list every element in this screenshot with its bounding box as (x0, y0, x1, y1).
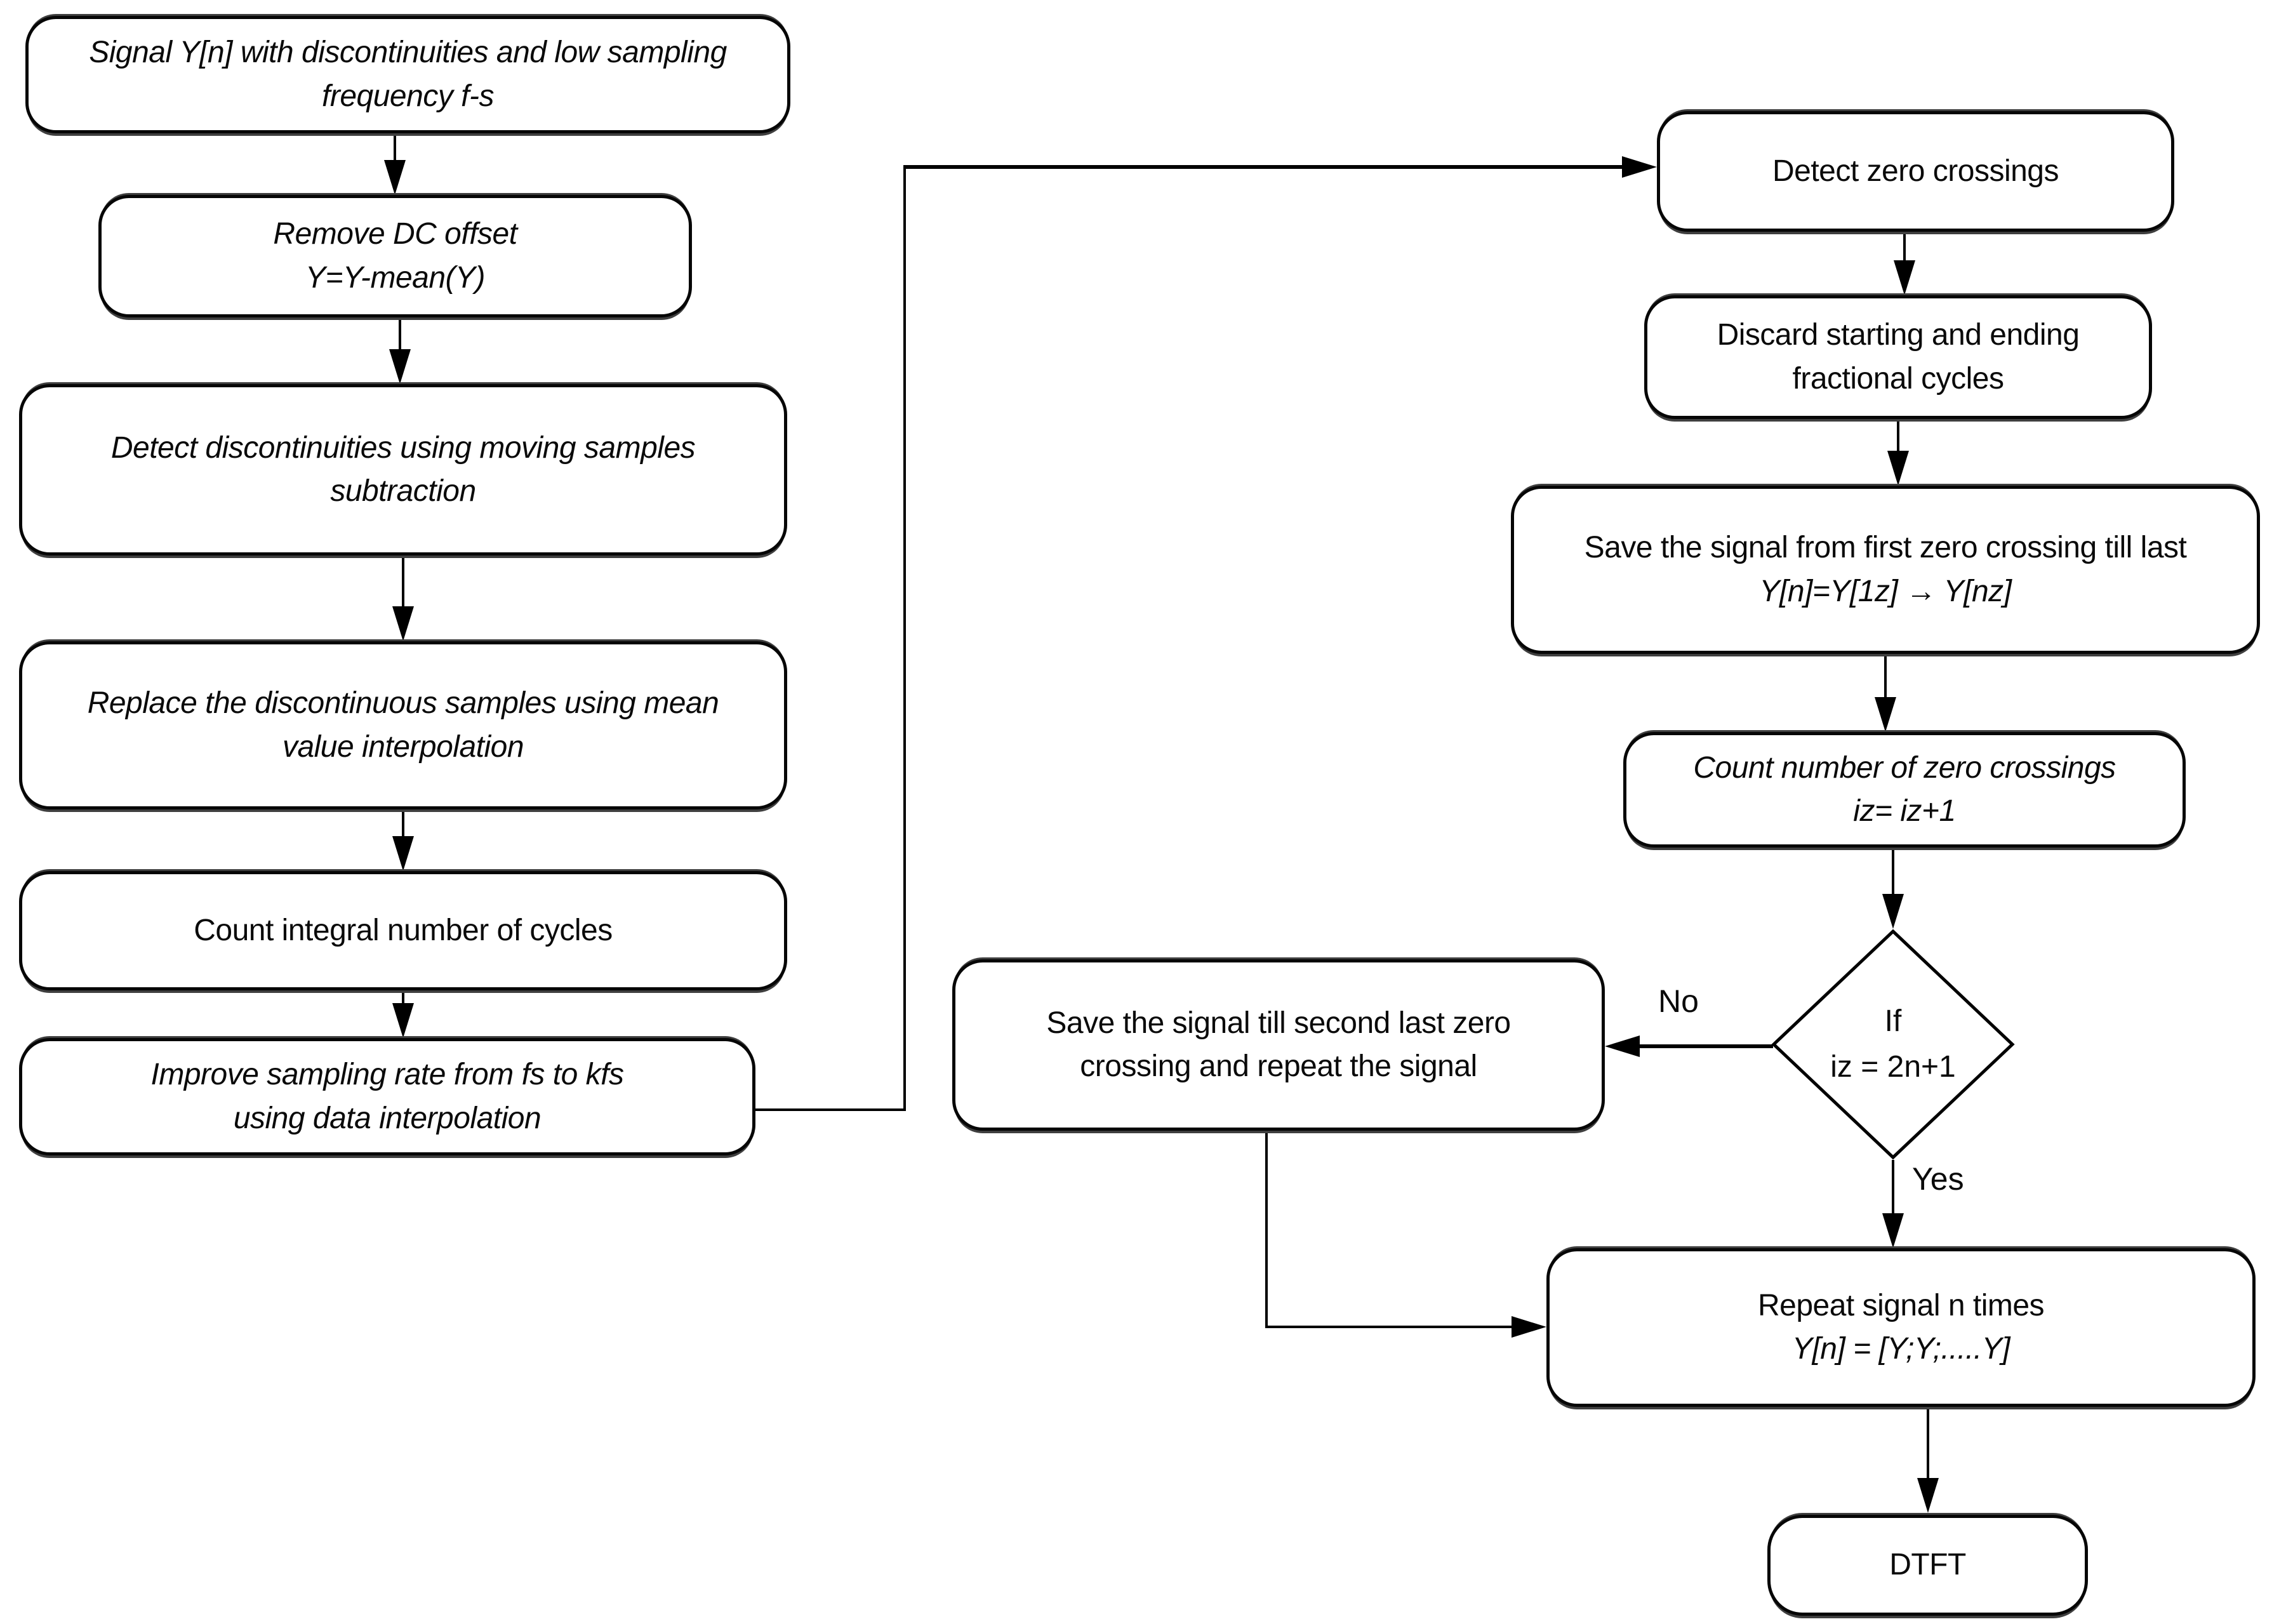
arrow-signal-to-removedc-line (394, 133, 396, 165)
node-improve-sampling-line2: using data interpolation (233, 1101, 542, 1135)
label-yes: Yes (1912, 1161, 1964, 1197)
arrow-countzero-to-decision-line (1892, 848, 1894, 895)
arrow-replace-to-countcycles-line (402, 809, 404, 840)
arrow-discard-to-savefirst-line (1897, 419, 1899, 454)
node-dtft-text: DTFT (1889, 1548, 1966, 1582)
arrow-into-detectzero-head (1622, 156, 1657, 178)
arrow-signal-to-removedc-head (384, 160, 406, 195)
node-dtft: DTFT (1767, 1515, 2088, 1616)
node-repeat-signal: Repeat signal n times Y[n] = [Y;Y;.....Y… (1546, 1248, 2256, 1407)
node-detect-discontinuities-text: Detect discontinuities using moving samp… (110, 430, 696, 508)
arrow-no-head (1605, 1035, 1640, 1057)
arrow-removedc-to-detectdisc-head (389, 349, 411, 384)
node-count-integral-cycles-text: Count integral number of cycles (194, 913, 613, 947)
node-discard-fractional-cycles: Discard starting and ending fractional c… (1644, 295, 2152, 419)
connector-improve-elbow-bottom (755, 1108, 906, 1111)
connector-savesecond-drop (1265, 1131, 1268, 1328)
node-improve-sampling-rate: Improve sampling rate from fs to kfs usi… (19, 1038, 755, 1155)
node-count-zero-line2: iz= iz+1 (1853, 794, 1956, 828)
arrow-repeat-to-dtft-head (1917, 1478, 1939, 1513)
node-repeat-line2: Y[n] = [Y;Y;.....Y] (1791, 1332, 2010, 1366)
arrow-replace-to-countcycles-head (392, 836, 414, 871)
connector-improve-riser (903, 166, 906, 1111)
arrow-countzero-to-decision-head (1882, 894, 1904, 929)
arrow-savefirst-to-countzero-head (1875, 697, 1896, 732)
arrow-countcycles-to-improve-line (402, 990, 404, 1006)
node-replace-samples-text: Replace the discontinuous samples using … (87, 686, 719, 764)
arrow-repeat-to-dtft-line (1927, 1407, 1929, 1480)
node-detect-zero-crossings-text: Detect zero crossings (1772, 154, 2059, 188)
arrow-detectdisc-to-replace-head (392, 606, 414, 641)
arrow-yes-line (1892, 1160, 1894, 1216)
arrow-removedc-to-detectdisc-line (399, 317, 401, 354)
node-improve-sampling-line1: Improve sampling rate from fs to kfs (150, 1058, 624, 1092)
node-replace-samples: Replace the discontinuous samples using … (19, 641, 787, 809)
label-no: No (1658, 983, 1699, 1019)
node-save-first-line2: Y[n]=Y[1z] → Y[nz] (1759, 574, 2012, 608)
connector-savesecond-run (1265, 1326, 1513, 1328)
node-remove-dc-line2: Y=Y-mean(Y) (305, 260, 486, 295)
node-count-zero-line1: Count number of zero crossings (1693, 750, 2116, 785)
node-decision-text: If iz = 2n+1 (1771, 929, 2015, 1160)
arrow-savefirst-to-countzero-line (1884, 654, 1887, 698)
node-decision-if-iz: If iz = 2n+1 (1771, 929, 2015, 1160)
arrow-yes-head (1882, 1213, 1904, 1248)
node-signal-input-text: Signal Y[n] with discontinuities and low… (89, 36, 727, 113)
node-save-second-last-text: Save the signal till second last zero cr… (1046, 1006, 1511, 1083)
arrow-countcycles-to-improve-head (392, 1003, 414, 1038)
connector-no-line (1635, 1044, 1773, 1048)
node-detect-discontinuities: Detect discontinuities using moving samp… (19, 384, 787, 556)
arrow-detectzero-to-discard-head (1894, 260, 1915, 295)
node-count-zero-crossings: Count number of zero crossings iz= iz+1 (1623, 732, 2186, 848)
node-save-first-zero-crossing: Save the signal from first zero crossing… (1511, 486, 2260, 654)
node-decision-line1: If (1884, 1004, 1902, 1038)
arrow-discard-to-savefirst-head (1887, 451, 1909, 486)
node-signal-input: Signal Y[n] with discontinuities and low… (25, 16, 790, 133)
arrow-detectdisc-to-replace-line (402, 556, 404, 609)
node-save-first-line1: Save the signal from first zero crossing… (1584, 531, 2187, 565)
connector-improve-elbow-top (903, 165, 1624, 169)
node-repeat-line1: Repeat signal n times (1757, 1288, 2045, 1322)
arrow-detectzero-to-discard-line (1903, 232, 1906, 263)
node-remove-dc-line1: Remove DC offset (273, 217, 517, 251)
arrow-into-repeat-head (1512, 1316, 1546, 1338)
node-decision-line2: iz = 2n+1 (1830, 1050, 1956, 1084)
node-discard-line1: Discard starting and ending (1717, 318, 2080, 352)
decision-diamond-shape (1771, 929, 2015, 1160)
node-count-integral-cycles: Count integral number of cycles (19, 871, 787, 990)
node-discard-line2: fractional cycles (1792, 361, 2004, 396)
node-save-second-last: Save the signal till second last zero cr… (952, 959, 1605, 1131)
node-remove-dc-offset: Remove DC offset Y=Y-mean(Y) (98, 195, 692, 317)
node-detect-zero-crossings: Detect zero crossings (1657, 111, 2174, 232)
